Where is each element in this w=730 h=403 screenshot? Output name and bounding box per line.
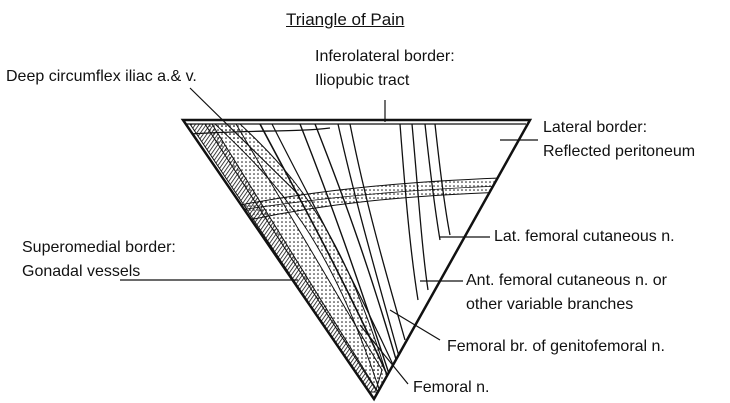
ant-femoral-cutaneous-line-2 (412, 124, 428, 290)
label-lateral-border: Lateral border: (543, 118, 647, 138)
label-iliopubic-tract: Iliopubic tract (315, 71, 409, 91)
label-ant-femoral-cutaneous: Ant. femoral cutaneous n. or (466, 271, 667, 291)
leader-femoral-branch (390, 310, 440, 340)
figure-title: Triangle of Pain (286, 10, 404, 30)
ant-femoral-cutaneous-nerve (400, 124, 418, 300)
label-inferolateral-border: Inferolateral border: (315, 47, 455, 67)
label-femoral-branch-genitofemoral: Femoral br. of genitofemoral n. (447, 337, 665, 357)
label-superomedial-border: Superomedial border: (22, 238, 176, 258)
gonadal-vessel-dotted-outer (205, 124, 382, 390)
label-other-variable-branches: other variable branches (466, 295, 633, 315)
label-reflected-peritoneum: Reflected peritoneum (543, 142, 695, 162)
label-femoral-nerve: Femoral n. (413, 378, 489, 398)
label-deep-circumflex-iliac: Deep circumflex iliac a.& v. (6, 67, 197, 87)
label-gonadal-vessels: Gonadal vessels (22, 262, 140, 282)
label-lat-femoral-cutaneous: Lat. femoral cutaneous n. (494, 227, 675, 247)
